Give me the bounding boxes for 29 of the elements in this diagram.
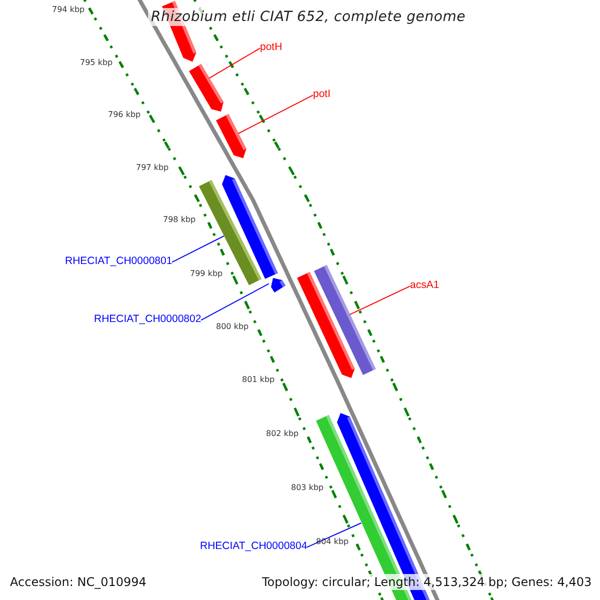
leader-line [200,283,270,321]
leader-line [208,48,260,79]
leader-line [238,94,314,134]
scale-label: 799 kbp [190,269,223,278]
footer-text: Topology: circular; Length: 4,513,324 bp; Genes: 4,403 [260,574,594,590]
gene-label: potI [313,88,331,100]
scale-label: 795 kbp [80,58,113,67]
scale-label: 803 kbp [291,483,324,492]
gene-bar [216,114,246,158]
leader-line [306,522,362,548]
gene-label: acsA1 [410,279,440,291]
scale-label: 797 kbp [136,163,169,172]
gene-bar [271,278,286,292]
scale-label: 794 kbp [52,5,85,14]
scale-label: 802 kbp [266,429,299,438]
scale-label: 804 kbp [316,537,349,546]
gene-bar [222,175,278,279]
gene-label: RHECIAT_CH0000802 [94,313,202,325]
gene-label: RHECIAT_CH0000804 [200,540,308,552]
gene-bar [188,64,224,112]
scale-label: 800 kbp [216,322,249,331]
leader-line [349,286,410,316]
gene-bar [314,265,376,375]
scale-label: 801 kbp [242,375,275,384]
footer-text: Accession: NC_010994 [8,574,148,590]
leader-line [172,236,224,263]
gene-label: RHECIAT_CH0000801 [65,255,172,267]
scale-label: 796 kbp [108,110,141,119]
gene-label: potH [260,41,282,53]
